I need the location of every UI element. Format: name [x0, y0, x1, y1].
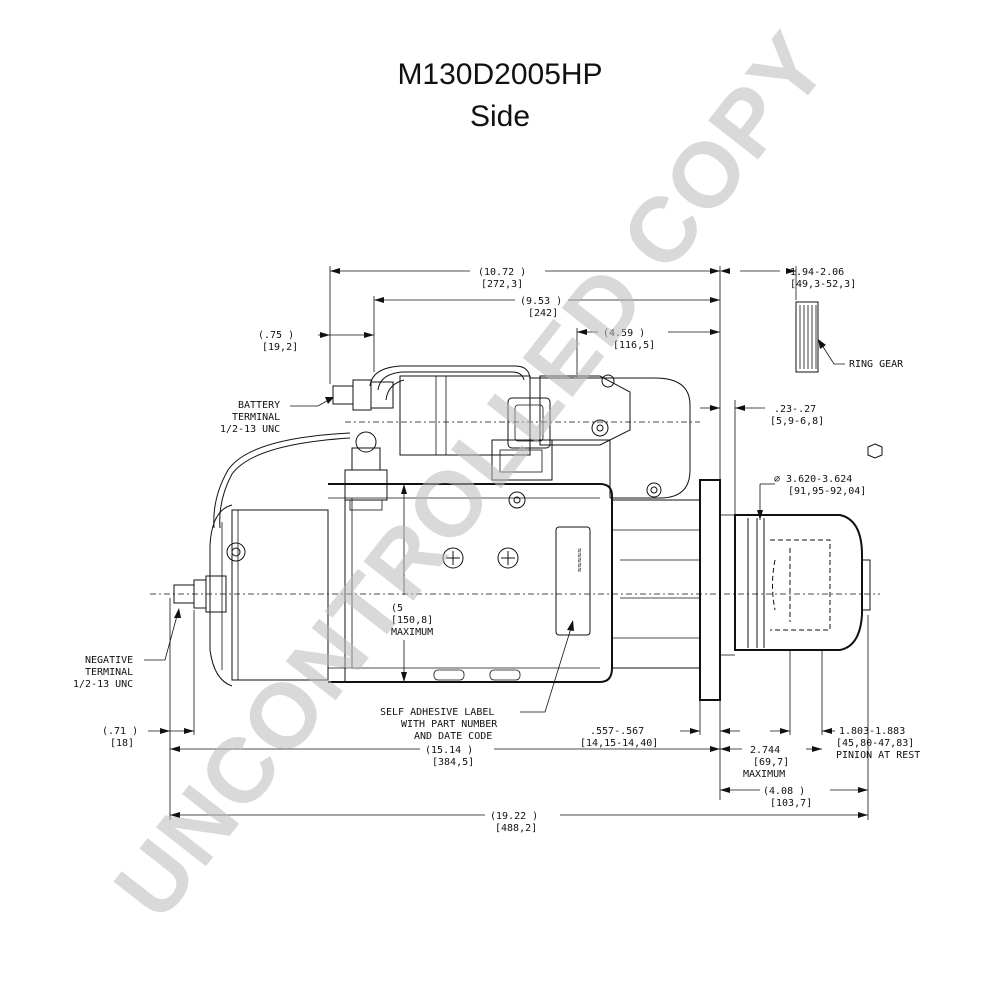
dim-ring-gear-width-mm: [49,3-52,3] — [790, 279, 856, 290]
dim-max-dia-note: MAXIMUM — [391, 627, 433, 638]
dimension-lines — [144, 266, 869, 820]
dim-total-in: (19.22 ) — [490, 811, 538, 822]
battery-terminal-line1: BATTERY — [238, 400, 280, 411]
battery-terminal-line2: TERMINAL — [232, 412, 280, 423]
dim-nose2-in: (4.08 ) — [763, 786, 805, 797]
negative-terminal-line2: TERMINAL — [85, 667, 133, 678]
dim-pinion-mm: [45,80-47,83] — [836, 738, 914, 749]
dim-mid-top-in: (9.53 ) — [520, 296, 562, 307]
dim-pinion-note: PINION AT REST — [836, 750, 920, 761]
svg-text:≈≈≈≈≈: ≈≈≈≈≈ — [575, 548, 584, 572]
dim-pinion-in: 1.803-1.883 — [839, 726, 905, 737]
dim-nose-mm: [69,7] — [753, 757, 789, 768]
label-callout-line2: WITH PART NUMBER — [401, 719, 498, 730]
part-label-rect — [555, 526, 591, 636]
solenoid-assembly — [332, 365, 691, 511]
dim-nose2-mm: [103,7] — [770, 798, 812, 809]
dim-right-top-in: (4.59 ) — [603, 328, 645, 339]
frame-screw-icon — [497, 547, 519, 569]
dim-length-in: (15.14 ) — [425, 745, 473, 756]
dim-max-dia-mm: [150,8] — [391, 615, 433, 626]
dim-nose-note: MAXIMUM — [743, 769, 785, 780]
dim-total-mm: [488,2] — [495, 823, 537, 834]
dim-gap-mm: [5,9-6,8] — [770, 416, 824, 427]
drawing-subtitle: Side — [469, 100, 531, 133]
dim-right-top-mm: [116,5] — [613, 340, 655, 351]
battery-terminal-line3: 1/2-13 UNC — [220, 424, 280, 435]
dim-negative-offset-in: (.71 ) — [102, 726, 138, 737]
negative-terminal-line3: 1/2-13 UNC — [73, 679, 133, 690]
dim-nose-in: 2.744 — [750, 745, 780, 756]
dim-terminal-offset-mm: [19,2] — [262, 342, 298, 353]
dim-mid-top-mm: [242] — [528, 308, 558, 319]
dim-pilot-dia-in: ∅ 3.620-3.624 — [774, 474, 852, 485]
dim-pilot-dia-mm: [91,95-92,04] — [788, 486, 866, 497]
dim-terminal-offset-in: (.75 ) — [258, 330, 294, 341]
drawing-title: M130D2005HP — [397, 58, 603, 91]
dim-ring-gear-width-in: 1.94-2.06 — [790, 267, 844, 278]
dim-length-mm: [384,5] — [432, 757, 474, 768]
ring-gear-label: RING GEAR — [849, 359, 904, 370]
dim-max-dia-in: (5 — [391, 603, 403, 614]
frame-screw-icon — [442, 547, 464, 569]
dim-flange-thk-mm: [14,15-14,40] — [580, 738, 658, 749]
dim-overall-top-in: (10.72 ) — [478, 267, 526, 278]
ring-gear-icon — [795, 301, 819, 373]
dimension-labels: (10.72 ) [272,3] (9.53 ) [242] (4.59 ) [… — [73, 267, 920, 834]
dim-overall-top-mm: [272,3] — [481, 279, 523, 290]
label-callout-line3: AND DATE CODE — [414, 731, 492, 742]
dim-negative-offset-mm: [18] — [110, 738, 134, 749]
dim-flange-thk-in: .557-.567 — [590, 726, 644, 737]
negative-terminal-line1: NEGATIVE — [85, 655, 133, 666]
starter-outline: ≈≈≈≈≈ — [173, 432, 871, 701]
hex-symbol-icon — [867, 443, 883, 459]
label-callout-line1: SELF ADHESIVE LABEL — [380, 707, 494, 718]
dim-gap-in: .23-.27 — [774, 404, 816, 415]
